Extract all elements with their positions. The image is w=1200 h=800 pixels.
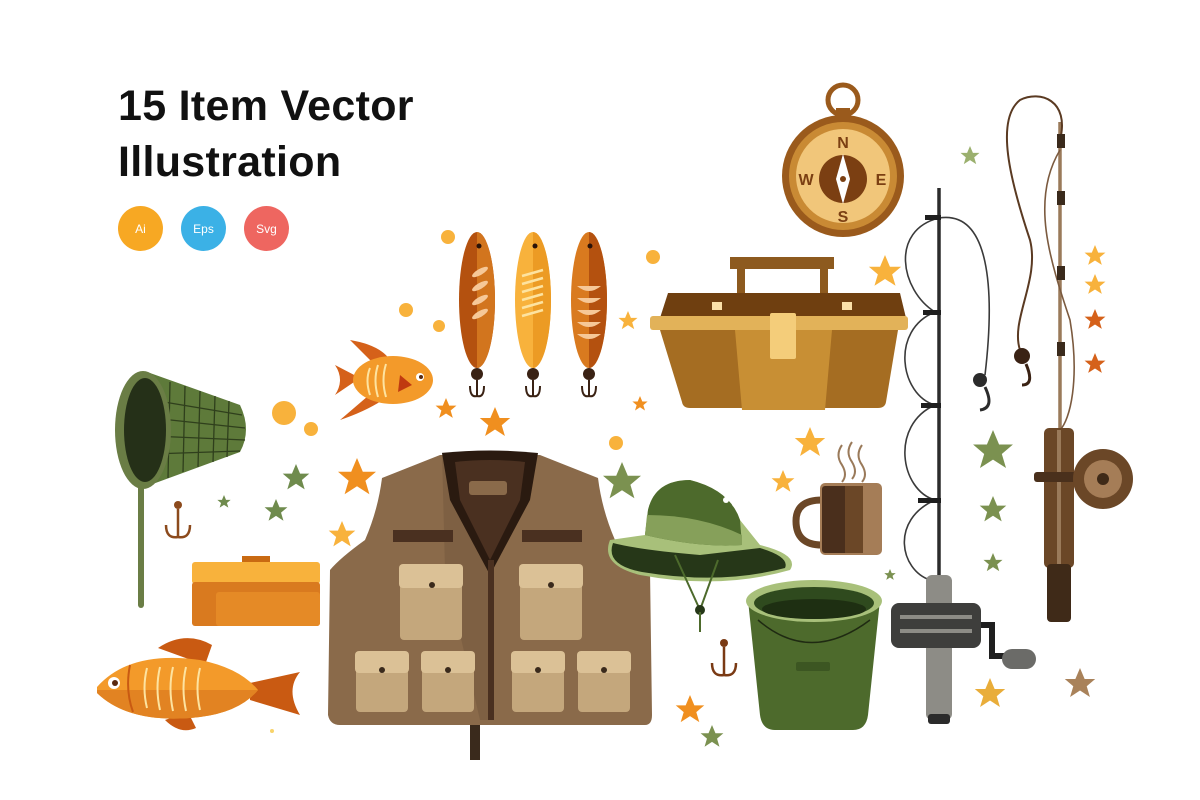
compass-icon: N E S W xyxy=(782,82,904,237)
svg-text:N: N xyxy=(837,135,849,152)
landing-net-icon xyxy=(115,371,246,608)
svg-text:W: W xyxy=(798,172,814,189)
title-line-2: Illustration xyxy=(118,138,342,186)
ai-label: Ai xyxy=(135,221,146,236)
fish-icon xyxy=(97,638,300,731)
fishing-rod-spinning-icon xyxy=(891,188,1036,724)
bubbles xyxy=(270,230,660,733)
svg-label: Svg xyxy=(256,221,277,236)
format-badges: Ai Eps Svg xyxy=(118,206,289,251)
page-title: 15 Item Vector Illustration xyxy=(118,78,414,190)
ai-format-badge[interactable]: Ai xyxy=(118,206,163,251)
bait-box-icon xyxy=(192,556,320,626)
fishing-lure-icon xyxy=(515,232,551,398)
svg-text:E: E xyxy=(876,172,887,189)
bucket-hat-icon xyxy=(608,480,792,632)
bucket-icon xyxy=(746,580,882,730)
fishing-lure-icon xyxy=(459,232,495,398)
coffee-mug-icon xyxy=(792,441,882,555)
tackle-box-icon xyxy=(650,257,908,410)
angelfish-icon xyxy=(335,340,433,420)
treble-hook-icon xyxy=(710,639,738,677)
title-line-1: 15 Item Vector xyxy=(118,82,414,130)
eps-format-badge[interactable]: Eps xyxy=(181,206,226,251)
fishing-vest-icon xyxy=(328,450,652,760)
eps-label: Eps xyxy=(193,221,214,236)
fishing-rod-fly-icon xyxy=(1005,95,1133,622)
fishing-lure-icon xyxy=(571,232,607,398)
svg-text:S: S xyxy=(838,209,849,226)
treble-hook-icon xyxy=(164,501,192,539)
svg-format-badge[interactable]: Svg xyxy=(244,206,289,251)
